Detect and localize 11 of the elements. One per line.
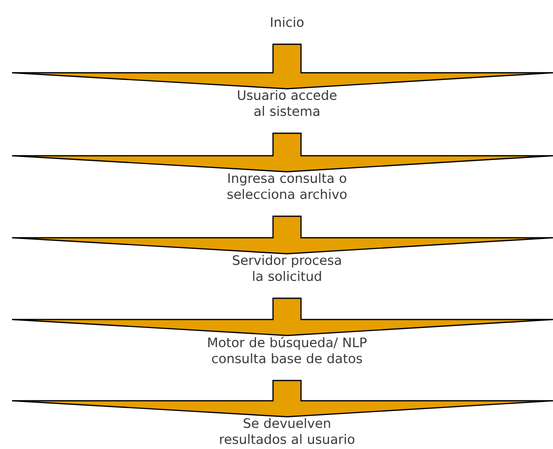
arrow [11, 216, 553, 254]
step-text: Ingresa consulta o selecciona archivo [227, 172, 347, 200]
step-text: Se devuelven resultados al usuario [220, 418, 354, 444]
step-text: Servidor procesa la solicitud [232, 254, 341, 282]
step-text: Usuario accede al sistema [238, 90, 336, 116]
arrow [11, 132, 553, 172]
step-text: Inicio [271, 16, 304, 28]
arrow [11, 298, 553, 336]
step-text: Motor de búsqueda/ NLP consulta base de datos [208, 336, 367, 364]
arrow [11, 44, 553, 90]
arrow [11, 380, 553, 418]
